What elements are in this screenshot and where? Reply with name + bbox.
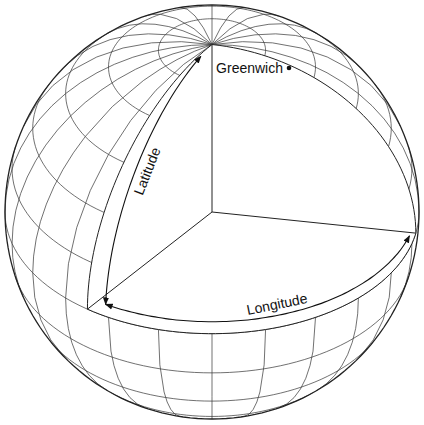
radius-line bbox=[212, 45, 213, 212]
radius-line bbox=[212, 212, 416, 233]
latitude-arrow bbox=[106, 56, 201, 304]
longitude-arrow bbox=[106, 236, 410, 322]
globe-outline bbox=[5, 5, 419, 419]
graticule bbox=[5, 5, 419, 419]
cutaway-wedge bbox=[87, 45, 415, 334]
greenwich-dot bbox=[287, 66, 292, 71]
place-label: Greenwich bbox=[216, 61, 283, 75]
